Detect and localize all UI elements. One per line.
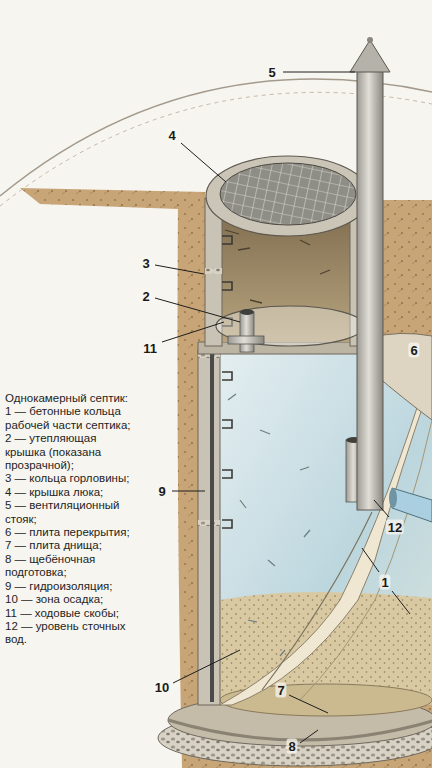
insulating-cover	[240, 312, 254, 352]
legend-entry: 1 — бетонные кольца рабочей части септик…	[5, 405, 139, 432]
working-rings	[198, 350, 220, 705]
insulating-cover	[228, 336, 264, 344]
legend-entry: 3 — кольца горловины;	[5, 472, 139, 485]
legend-title: Однокамерный септик:	[5, 392, 139, 405]
vent-riser	[262, 512, 372, 690]
inlet-pipe	[392, 488, 432, 522]
legend-entry: 2 — утепляющая крышка (показана прозрачн…	[5, 432, 139, 472]
manhole-cover	[206, 156, 370, 236]
working-rings	[220, 360, 432, 705]
leader-line	[374, 500, 389, 517]
ceiling-slab	[198, 333, 432, 420]
callout-number: 12	[386, 520, 404, 535]
callout-number: 6	[408, 343, 419, 358]
insulating-cover	[216, 306, 364, 352]
callout-number: 1	[379, 575, 390, 590]
legend-entry: 8 — щебёночная подготовка;	[5, 553, 139, 580]
leader-line	[155, 298, 240, 322]
working-rings	[198, 350, 432, 705]
leader-line	[162, 322, 224, 342]
working-rings	[228, 394, 310, 656]
legend-entry: 12 — уровень сточных вод.	[5, 620, 139, 647]
neck-rings	[205, 268, 222, 274]
neck-rings	[225, 230, 330, 303]
working-rings	[210, 352, 214, 702]
leader-line	[181, 143, 226, 182]
legend-entry: 4 — крышка люка;	[5, 486, 139, 499]
vent-riser	[367, 37, 373, 43]
inlet-pipe	[389, 488, 432, 522]
ground	[20, 188, 205, 210]
working-rings	[198, 520, 220, 526]
insulating-cover	[216, 306, 364, 346]
legend-entry: 10 — зона осадка;	[5, 593, 139, 606]
step-brackets	[222, 236, 232, 528]
callout-number: 2	[140, 289, 151, 304]
leader-line	[172, 491, 205, 492]
leader-line	[155, 265, 204, 274]
legend-entry: 5 — вентиляционный стояк;	[5, 499, 139, 526]
callout-number: 9	[156, 484, 167, 499]
callout-number: 11	[141, 341, 159, 356]
bottom-slab	[168, 720, 432, 740]
legend-entry: 11 — ходовые скобы;	[5, 607, 139, 620]
callout-number: 7	[275, 683, 286, 698]
insulating-cover	[240, 309, 254, 315]
callout-number: 4	[166, 128, 177, 143]
leader-line	[289, 695, 328, 713]
leader-line	[300, 730, 318, 743]
leader-line	[392, 591, 410, 614]
legend-text-block: Однокамерный септик:1 — бетонные кольца …	[5, 392, 139, 647]
leader-line	[283, 72, 355, 73]
manhole-cover	[220, 163, 356, 225]
vent-riser	[357, 70, 383, 510]
vent-riser	[262, 37, 390, 690]
callout-number: 10	[153, 680, 171, 695]
manhole-cover	[206, 156, 370, 236]
legend-entry: 6 — плита перекрытия;	[5, 526, 139, 539]
callout-number: 8	[286, 739, 297, 754]
working-rings	[198, 350, 432, 716]
leader-line	[173, 650, 240, 683]
vent-riser	[350, 40, 390, 72]
leader-line	[362, 548, 379, 572]
step-brackets	[222, 236, 232, 528]
legend-entry: 9 — гидроизоляция;	[5, 580, 139, 593]
callout-number: 5	[266, 65, 277, 80]
leader-line	[155, 72, 410, 743]
callout-number: 3	[140, 256, 151, 271]
inlet-pipe	[389, 488, 397, 508]
legend-entry: 7 — плита днища;	[5, 539, 139, 552]
